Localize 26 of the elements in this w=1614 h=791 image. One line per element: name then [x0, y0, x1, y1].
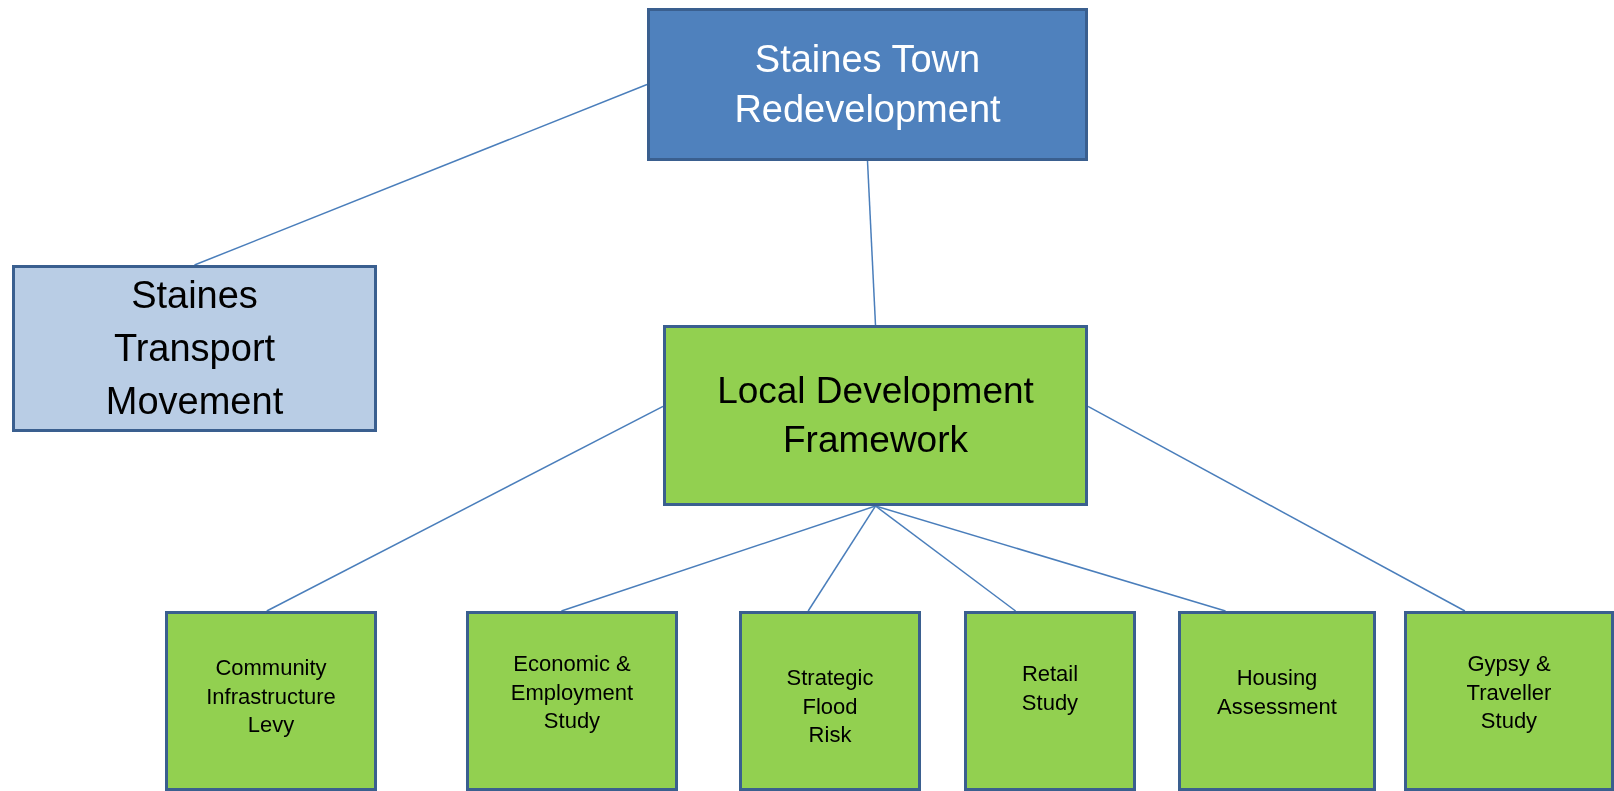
- org-box: [663, 325, 1088, 506]
- box-label: Staines Transport Movement: [104, 272, 285, 425]
- org-box: [1404, 611, 1614, 791]
- box-label: Staines Town Redevelopment: [733, 37, 1002, 132]
- connector-line: [560, 505, 877, 612]
- connector-line: [874, 505, 1227, 612]
- org-box: [12, 265, 377, 432]
- box-label: Strategic Flood Risk: [785, 664, 875, 750]
- org-box: [739, 611, 921, 791]
- connector-line: [1087, 405, 1466, 612]
- connector-line: [266, 405, 664, 612]
- connector-line: [874, 505, 1017, 612]
- box-label: Economic & Employment Study: [509, 650, 635, 736]
- org-box: [964, 611, 1136, 791]
- box-label: Local Development Framework: [716, 369, 1035, 462]
- org-box: [1178, 611, 1376, 791]
- connector-line: [193, 83, 648, 266]
- box-label: Community Infrastructure Levy: [205, 654, 337, 740]
- org-box: [165, 611, 377, 791]
- connector-line: [866, 160, 877, 326]
- box-label: Housing Assessment: [1216, 664, 1338, 721]
- org-box: [647, 8, 1088, 161]
- box-label: Retail Study: [1020, 660, 1080, 717]
- org-box: [466, 611, 678, 791]
- connector-line: [807, 505, 877, 612]
- box-label: Gypsy & Traveller Study: [1465, 650, 1553, 736]
